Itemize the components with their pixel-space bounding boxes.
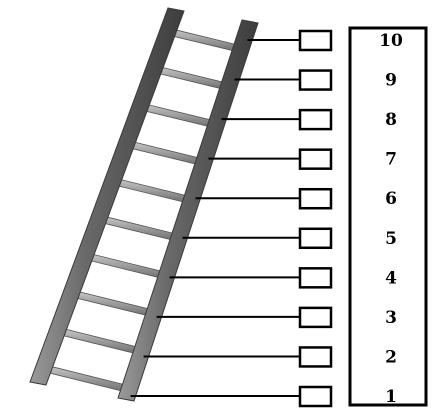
level-box bbox=[300, 347, 331, 366]
level-number: 6 bbox=[385, 189, 397, 209]
level-number: 3 bbox=[385, 308, 397, 328]
level-number: 9 bbox=[385, 71, 397, 91]
level-box bbox=[300, 110, 331, 129]
level-number: 4 bbox=[385, 268, 397, 288]
level-number: 2 bbox=[385, 347, 397, 367]
level-box bbox=[300, 71, 331, 90]
ladder-rung bbox=[74, 291, 151, 317]
ladder-rung bbox=[143, 104, 213, 128]
level-box bbox=[300, 189, 331, 208]
level-boxes bbox=[300, 31, 331, 406]
level-box bbox=[300, 308, 331, 327]
level-number: 7 bbox=[385, 150, 397, 170]
ladder-rung bbox=[47, 365, 127, 392]
level-box bbox=[300, 31, 331, 50]
ladder-rung bbox=[102, 216, 176, 241]
level-labels: 1 2 3 4 5 6 7 8 9 10 bbox=[379, 31, 403, 407]
ladder-illustration bbox=[30, 8, 258, 401]
ladder-rung bbox=[60, 328, 138, 354]
ladder-rung bbox=[116, 178, 189, 203]
ladder-rung bbox=[171, 29, 238, 52]
level-box bbox=[300, 229, 331, 248]
ladder-rung bbox=[88, 253, 163, 279]
connector-lines bbox=[131, 40, 300, 396]
level-box bbox=[300, 387, 331, 406]
ladder-rung bbox=[129, 141, 200, 165]
level-box bbox=[300, 268, 331, 287]
ladder-rung bbox=[157, 66, 226, 90]
level-box bbox=[300, 150, 331, 169]
level-number: 8 bbox=[385, 110, 397, 130]
level-number: 10 bbox=[379, 31, 403, 51]
level-number: 5 bbox=[385, 229, 397, 249]
level-number: 1 bbox=[385, 387, 397, 407]
